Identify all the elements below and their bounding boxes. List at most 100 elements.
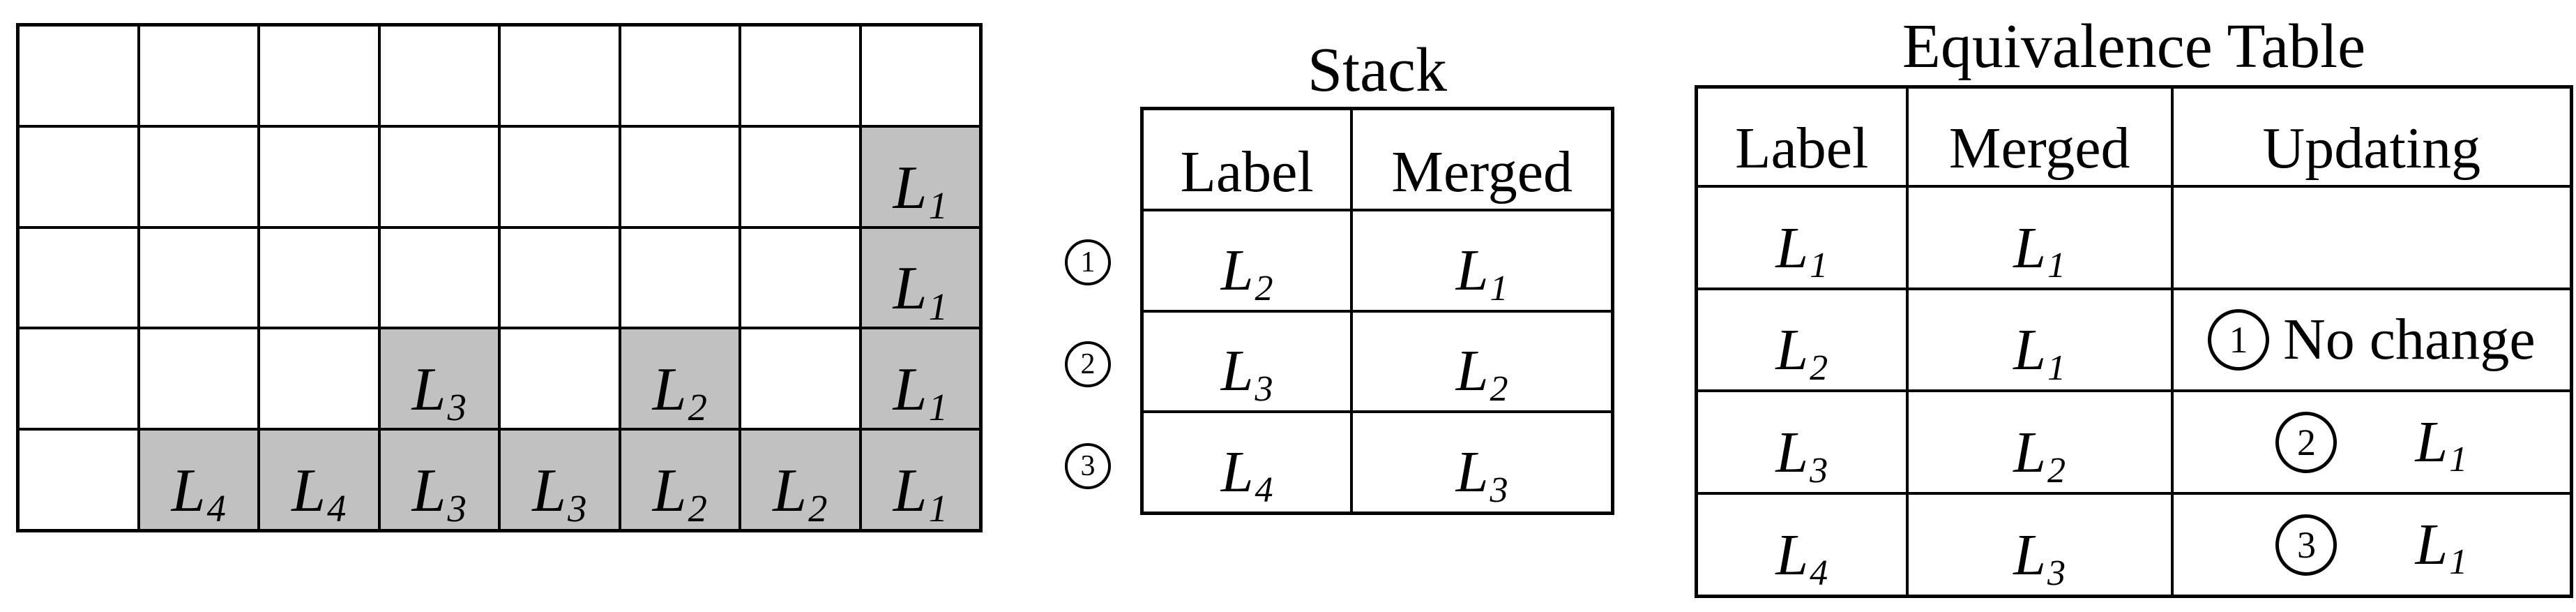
cell-label <box>799 158 801 219</box>
cell-label: L1 <box>893 356 948 429</box>
cell-label: L3 <box>411 356 467 429</box>
grid-cell <box>259 227 379 329</box>
stack-row-merged: L3 <box>1351 412 1612 513</box>
step-marker-1: 1 <box>2208 309 2270 371</box>
equiv-row-label: L2 <box>1697 288 1907 391</box>
stack-row-merged: L1 <box>1351 210 1612 311</box>
cell-label <box>198 359 199 421</box>
grid-cell <box>138 25 259 126</box>
cell-label: L3 <box>411 457 467 530</box>
grid-cell <box>740 328 861 430</box>
grid-cell <box>259 126 379 227</box>
step-marker-3: 3 <box>1065 443 1111 489</box>
stack-title: Stack <box>1308 36 1447 105</box>
cell-label <box>559 158 560 219</box>
cell-label <box>77 57 79 118</box>
equiv-header-merged: Merged <box>1907 87 2172 186</box>
stack-row-label: L2 <box>1142 210 1352 311</box>
cell-label <box>799 258 801 320</box>
updating-text: No change <box>2283 307 2536 372</box>
grid-cell: L1 <box>860 227 980 329</box>
cell-label: L4 <box>171 457 226 530</box>
grid-cell <box>499 25 620 126</box>
grid-cell <box>18 126 139 227</box>
cell-label <box>198 258 199 320</box>
grid-cell: L3 <box>499 429 620 530</box>
cell-label <box>318 359 319 421</box>
cell-label <box>318 158 319 219</box>
cell-label: L1 <box>893 154 948 227</box>
equiv-row-label: L4 <box>1697 493 1907 596</box>
grid-cell: L3 <box>379 328 499 430</box>
grid-cell <box>138 328 259 430</box>
equiv-row-merged: L1 <box>1907 186 2172 289</box>
grid-cell <box>499 227 620 329</box>
step-marker-2: 2 <box>2275 411 2338 473</box>
cell-label <box>439 158 440 219</box>
equiv-row-updating: 2 L1 <box>2172 391 2571 494</box>
cell-label: L3 <box>532 457 587 530</box>
equivalence-table: Label Merged Updating L1 L1 L2 L1 1 No c… <box>1695 85 2573 598</box>
cell-label <box>318 258 319 320</box>
cell-label: L2 <box>652 356 707 429</box>
cell-label: L1 <box>893 457 948 530</box>
stack-row-label: L3 <box>1142 311 1352 412</box>
stack-header-label: Label <box>1142 109 1352 211</box>
cell-label <box>77 461 79 522</box>
equiv-row-updating-empty <box>2172 186 2571 289</box>
cell-label <box>559 258 560 320</box>
cell-label: L2 <box>652 457 707 530</box>
cell-label <box>679 158 681 219</box>
cell-label: L1 <box>893 255 948 328</box>
equiv-row-label: L1 <box>1697 186 1907 289</box>
grid-cell <box>619 227 740 329</box>
grid-cell <box>138 126 259 227</box>
equiv-row-merged: L2 <box>1907 391 2172 494</box>
grid-cell: L1 <box>860 126 980 227</box>
grid-cell: L1 <box>860 429 980 530</box>
grid-cell <box>18 227 139 329</box>
cell-label <box>799 57 801 118</box>
step-marker-2: 2 <box>1065 341 1111 387</box>
grid-cell <box>18 25 139 126</box>
cell-label <box>198 158 199 219</box>
cell-label <box>439 258 440 320</box>
cell-label <box>920 57 921 118</box>
grid-cell: L4 <box>138 429 259 530</box>
grid-cell <box>740 126 861 227</box>
step-marker-1: 1 <box>1065 239 1111 285</box>
grid-cell <box>860 25 980 126</box>
cell-label <box>679 258 681 320</box>
cell-label <box>198 57 199 118</box>
cell-label <box>559 57 560 118</box>
stack-header-merged: Merged <box>1351 109 1612 211</box>
equivalence-title: Equivalence Table <box>1902 12 2366 81</box>
grid-cell: L4 <box>259 429 379 530</box>
grid-cell: L2 <box>740 429 861 530</box>
cell-label <box>439 57 440 118</box>
cell-label <box>77 158 79 219</box>
equiv-header-updating: Updating <box>2172 87 2571 186</box>
cell-label <box>318 57 319 118</box>
grid-cell <box>740 25 861 126</box>
cell-label <box>77 359 79 421</box>
grid-cell <box>138 227 259 329</box>
grid-cell: L2 <box>619 429 740 530</box>
grid-cell <box>259 328 379 430</box>
grid-cell <box>379 126 499 227</box>
grid-cell <box>619 126 740 227</box>
updating-value: L1 <box>2415 409 2468 480</box>
grid-cell <box>18 328 139 430</box>
equiv-row-label: L3 <box>1697 391 1907 494</box>
equiv-header-label: Label <box>1697 87 1907 186</box>
equiv-row-merged: L1 <box>1907 288 2172 391</box>
equiv-row-updating: 3 L1 <box>2172 493 2571 596</box>
updating-value: L1 <box>2415 512 2468 583</box>
grid-cell <box>379 25 499 126</box>
grid-cell: L1 <box>860 328 980 430</box>
stack-table: Label Merged L2 L1 L3 L2 L4 L3 <box>1140 107 1614 515</box>
cell-label: L2 <box>773 457 828 530</box>
stack-row-merged: L2 <box>1351 311 1612 412</box>
step-marker-3: 3 <box>2275 514 2338 576</box>
cell-label: L4 <box>291 457 347 530</box>
